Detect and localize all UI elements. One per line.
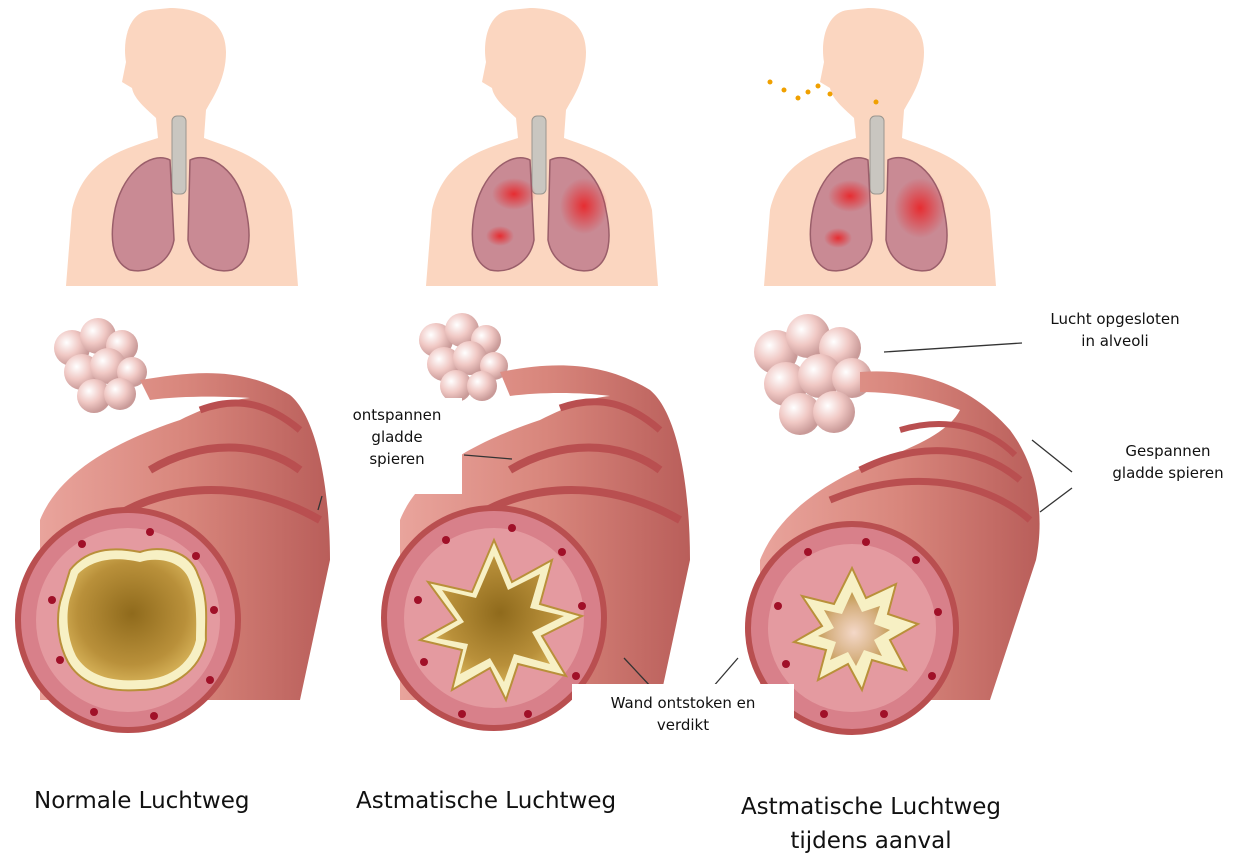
relaxed-label-line1: ontspannen: [332, 404, 462, 426]
inflammation-spot: [824, 228, 852, 248]
torso-asthmatic: [426, 8, 658, 286]
caption-normal: Normale Luchtweg: [34, 784, 249, 818]
wall-label-line2: verdikt: [574, 714, 792, 736]
trachea: [532, 116, 546, 194]
airway-lumen: [68, 559, 197, 680]
torso-attack: [764, 8, 996, 286]
airway-attack: [748, 314, 1040, 732]
alveoli-cluster: [419, 313, 508, 402]
trapped-label-line2: in alveoli: [1030, 330, 1200, 352]
inflammation-spot: [492, 178, 536, 210]
leader-wall-right: [712, 658, 738, 688]
airway-asthmatic: [384, 313, 690, 728]
alveoli-cluster: [754, 314, 872, 435]
tense-label-line1: Gespannen: [1090, 440, 1246, 462]
inflammation-spot: [560, 178, 608, 234]
relaxed-label-line2: gladde: [332, 426, 462, 448]
torso-normal: [66, 8, 298, 286]
trapped-label-line1: Lucht opgesloten: [1030, 308, 1200, 330]
leader-tense-bottom: [1040, 488, 1072, 512]
caption-asthmatic: Astmatische Luchtweg: [356, 784, 616, 818]
caption-attack-line1: Astmatische Luchtweg: [706, 790, 1036, 824]
tense-muscles-label: Gespannen gladde spieren: [1090, 440, 1246, 484]
wall-label-line1: Wand ontstoken en: [574, 692, 792, 714]
tense-label-line2: gladde spieren: [1090, 462, 1246, 484]
airway-normal: [18, 318, 330, 730]
caption-attack-line2: tijdens aanval: [706, 824, 1036, 858]
relaxed-label-line3: spieren: [332, 448, 462, 470]
inflammation-spot: [486, 226, 514, 246]
trachea: [870, 116, 884, 194]
caption-attack: Astmatische Luchtweg tijdens aanval: [706, 790, 1036, 858]
leader-trapped: [884, 343, 1022, 352]
inflammation-spot: [894, 178, 946, 238]
trachea: [172, 116, 186, 194]
inflamed-wall-label: Wand ontstoken en verdikt: [574, 692, 792, 736]
trapped-air-label: Lucht opgesloten in alveoli: [1030, 308, 1200, 352]
leader-tense-top: [1032, 440, 1072, 472]
alveoli-cluster: [54, 318, 147, 413]
inflammation-spot: [828, 180, 872, 212]
relaxed-muscles-label: ontspannen gladde spieren: [332, 404, 462, 470]
